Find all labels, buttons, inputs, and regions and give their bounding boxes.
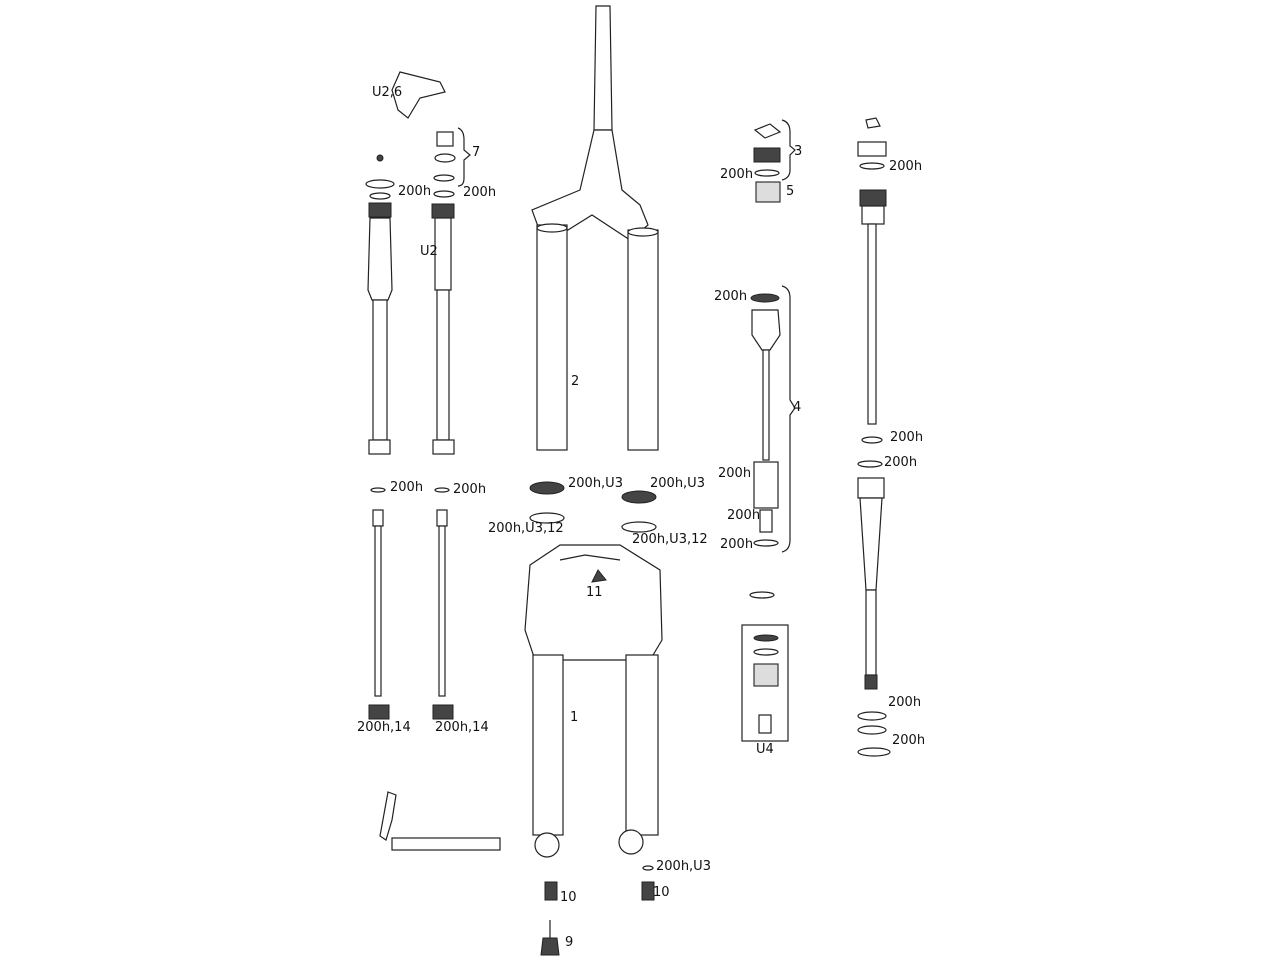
damper-assembly <box>750 285 796 553</box>
right-shaft-assembly <box>857 117 891 757</box>
crown-steerer-uppers <box>531 5 659 451</box>
callout-label: 11 <box>586 585 603 600</box>
callout-label: 200h <box>888 695 922 710</box>
left-damper-cartridge <box>365 71 446 455</box>
right-spring-cartridge <box>431 127 471 455</box>
u4-kit <box>741 591 789 742</box>
callout-label: 2 <box>571 374 580 389</box>
callout-label: 200h,U3,12 <box>632 532 708 547</box>
callout-label: 200h,U3,12 <box>488 521 564 536</box>
callout-label: U4 <box>756 742 774 757</box>
callout-label: 3 <box>794 144 803 159</box>
callout-label: 200h <box>453 482 487 497</box>
callout-label: 200h <box>718 466 752 481</box>
callout-label: 200h,U3 <box>568 476 623 491</box>
callout-label: 200h <box>884 455 918 470</box>
callout-label: 200h <box>398 184 432 199</box>
callout-label: 200h,U3 <box>656 859 711 874</box>
callout-label: 5 <box>786 184 795 199</box>
callout-label: 200h <box>727 508 761 523</box>
callout-label: 200h <box>463 185 497 200</box>
callout-label: 200h <box>892 733 926 748</box>
thru-axle <box>379 791 501 851</box>
callout-label: U2,6 <box>372 85 403 100</box>
lower-legs <box>524 544 663 858</box>
callout-label: 200h <box>714 289 748 304</box>
callout-label: 200h <box>889 159 923 174</box>
callout-label: 7 <box>472 145 481 160</box>
callout-label: 200h <box>720 537 754 552</box>
bottom-bolts <box>540 865 655 956</box>
callout-label: 4 <box>793 400 802 415</box>
callout-label: 200h,14 <box>435 720 489 735</box>
callout-label: 200h <box>390 480 424 495</box>
top-cap-assembly <box>753 119 796 203</box>
callout-label: 200h,U3 <box>650 476 705 491</box>
callout-label: 200h,14 <box>357 720 411 735</box>
lower-shafts <box>368 487 454 720</box>
callout-label: 200h <box>890 430 924 445</box>
callout-label: U2 <box>420 244 438 259</box>
callout-label: 9 <box>565 935 574 950</box>
callout-label: 1 <box>570 710 579 725</box>
callout-label: 10 <box>653 885 670 900</box>
callout-label: 10 <box>560 890 577 905</box>
callout-label: 200h <box>720 167 754 182</box>
seals <box>529 481 657 533</box>
